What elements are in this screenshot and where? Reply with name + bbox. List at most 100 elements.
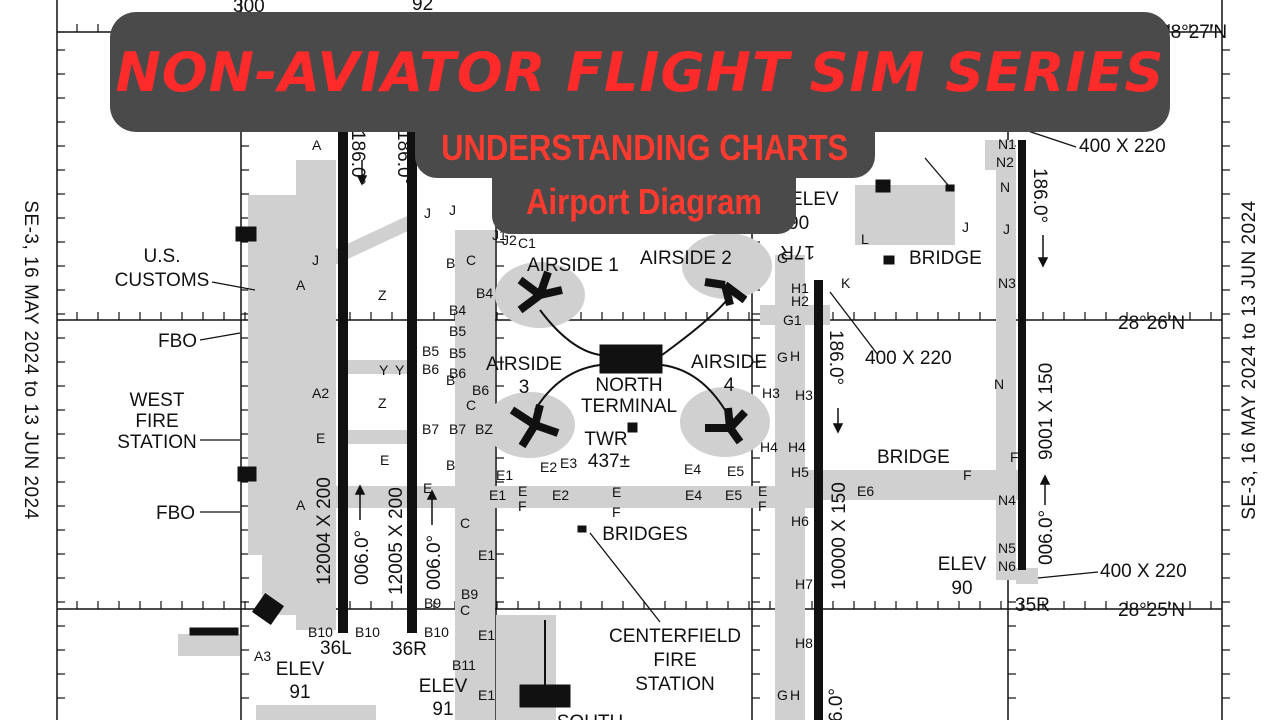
taxiway-label: H5 <box>791 464 809 480</box>
banner-title: NON-AVIATOR FLIGHT SIM SERIES <box>115 40 1165 104</box>
taxiway-label: N6 <box>998 558 1016 574</box>
taxiway-label: N3 <box>998 275 1016 291</box>
taxiway-label: L <box>861 231 869 247</box>
margin-text-right: SE-3, 16 MAY 2024 to 13 JUN 2024 <box>1239 200 1260 520</box>
taxiway-label: B9 <box>461 586 478 602</box>
taxiway-label: H3 <box>795 387 813 403</box>
taxiway-label: E1 <box>496 467 513 483</box>
taxiway-label: E2 <box>552 487 569 503</box>
taxiway-label: E <box>518 483 527 499</box>
taxiway-label: E1 <box>478 627 495 643</box>
taxiway-label: E3 <box>560 455 577 471</box>
runway-17r-dims: 10000 X 150 <box>829 482 850 590</box>
banner-subtitle: UNDERSTANDING CHARTS <box>441 127 849 168</box>
taxiway-label: B9 <box>424 595 441 611</box>
taxiway-label: C <box>466 252 476 268</box>
taxiway-label: B <box>446 255 455 271</box>
lat-mid: 28°26′N <box>1118 313 1185 334</box>
taxiway-label: Z <box>378 287 387 303</box>
elev-bl1-2: 91 <box>289 682 310 703</box>
taxiway-label: E1 <box>478 687 495 703</box>
taxiway-label: C1 <box>518 235 536 251</box>
taxiway-label: C <box>460 515 470 531</box>
bridge-right-label: BRIDGE <box>877 447 950 468</box>
airside3-label: AIRSIDE <box>486 354 562 375</box>
taxiway-label: H4 <box>788 439 806 455</box>
runway-36r-dims: 12005 X 200 <box>386 487 407 595</box>
runway-36l-dims: 12004 X 200 <box>314 477 335 585</box>
runway-36r-heading: 006.0° <box>424 535 445 590</box>
taxiway-label: B5 <box>449 323 466 339</box>
margin-text-left: SE-3, 16 MAY 2024 to 13 JUN 2024 <box>20 200 41 520</box>
taxiway-label: B10 <box>424 624 449 640</box>
taxiway-label: E <box>380 452 389 468</box>
taxiway-label: N4 <box>998 492 1016 508</box>
taxiway-label: G <box>777 349 788 365</box>
customs-label-2: CUSTOMS <box>115 270 210 291</box>
taxiway-label: E4 <box>685 487 702 503</box>
taxiway-label: E6 <box>857 483 874 499</box>
elev-bl1-1: ELEV <box>276 659 325 680</box>
taxiway-label: H7 <box>795 576 813 592</box>
airside4-label: AIRSIDE <box>691 352 767 373</box>
banner-subtitle-2: Airport Diagram <box>526 181 762 222</box>
taxiway-label: N5 <box>998 540 1016 556</box>
leader-lines <box>199 129 1099 623</box>
airside2-label: AIRSIDE 2 <box>640 248 732 269</box>
runway-17r <box>814 280 823 720</box>
centerfield-label-1: CENTERFIELD <box>609 626 741 647</box>
pad-callout-mid: 400 X 220 <box>865 348 952 369</box>
buildings <box>189 179 955 708</box>
taxiway-label: E1 <box>489 487 506 503</box>
runway-rotated-labels: 12004 X 200 006.0° 186.0° 12005 X 200 00… <box>314 130 1057 720</box>
tower-label: TWR <box>584 429 627 450</box>
taxiway-label: B5 <box>449 345 466 361</box>
terminal-label-1: NORTH <box>595 375 662 396</box>
bridges-label: BRIDGES <box>602 524 688 545</box>
runway-35r-heading-top: 186.0° <box>1029 168 1050 223</box>
taxiway-label: H8 <box>795 635 813 651</box>
elev-right-2: 90 <box>951 578 972 599</box>
west-fire-label-1: WEST <box>130 390 185 411</box>
customs-label: U.S. <box>144 246 181 267</box>
runway-17r-heading-bottom: 6.0° <box>826 688 847 720</box>
runway-17r-heading: 186.0° <box>825 330 846 385</box>
terminal-label-2: TERMINAL <box>581 396 677 417</box>
taxiway-label: A <box>296 277 306 293</box>
lat-bottom: 28°25′N <box>1118 600 1185 621</box>
taxiway-label: B6 <box>449 365 466 381</box>
taxiway-label: F <box>758 498 767 514</box>
runway-36r-label: 36R <box>392 639 427 660</box>
taxiway-label: N1 <box>998 136 1016 152</box>
centerfield-label-2: FIRE <box>653 650 696 671</box>
airside3-num: 3 <box>519 377 530 398</box>
taxiway-label: G1 <box>783 312 802 328</box>
taxiway-label: B <box>446 372 455 388</box>
fbo-bottom-label: FBO <box>156 503 195 524</box>
taxiway-label: H1 <box>791 280 809 296</box>
taxiway-label: K <box>841 275 851 291</box>
taxiway-label: E <box>758 483 767 499</box>
taxiway-label: B10 <box>308 624 333 640</box>
taxiway-label: H <box>790 348 800 364</box>
bridge-top-label: BRIDGE <box>909 248 982 269</box>
west-fire-label-3: STATION <box>117 432 197 453</box>
taxiway-label: N <box>994 376 1004 392</box>
elev-top-1: ELEV <box>790 189 839 210</box>
taxiway-label: E2 <box>540 459 557 475</box>
taxiway-label: B <box>446 457 455 473</box>
pad-callout-bottom: 400 X 220 <box>1100 561 1187 582</box>
taxiway-label: C <box>466 397 476 413</box>
taxiway-label: A3 <box>254 648 271 664</box>
south-label: SOUTH <box>557 712 624 720</box>
taxiway-label: H6 <box>791 513 809 529</box>
taxiway-label: Z <box>378 395 387 411</box>
taxiway-label: G <box>777 687 788 703</box>
taxiway-label: B4 <box>476 285 493 301</box>
taxiway-label: E <box>612 484 621 500</box>
taxiway-label: Y <box>379 362 389 378</box>
pavement <box>178 140 1038 720</box>
runway-35r-heading: 006.0° <box>1036 510 1057 565</box>
centerfield-label-3: STATION <box>635 674 715 695</box>
taxiway-label: E1 <box>478 547 495 563</box>
